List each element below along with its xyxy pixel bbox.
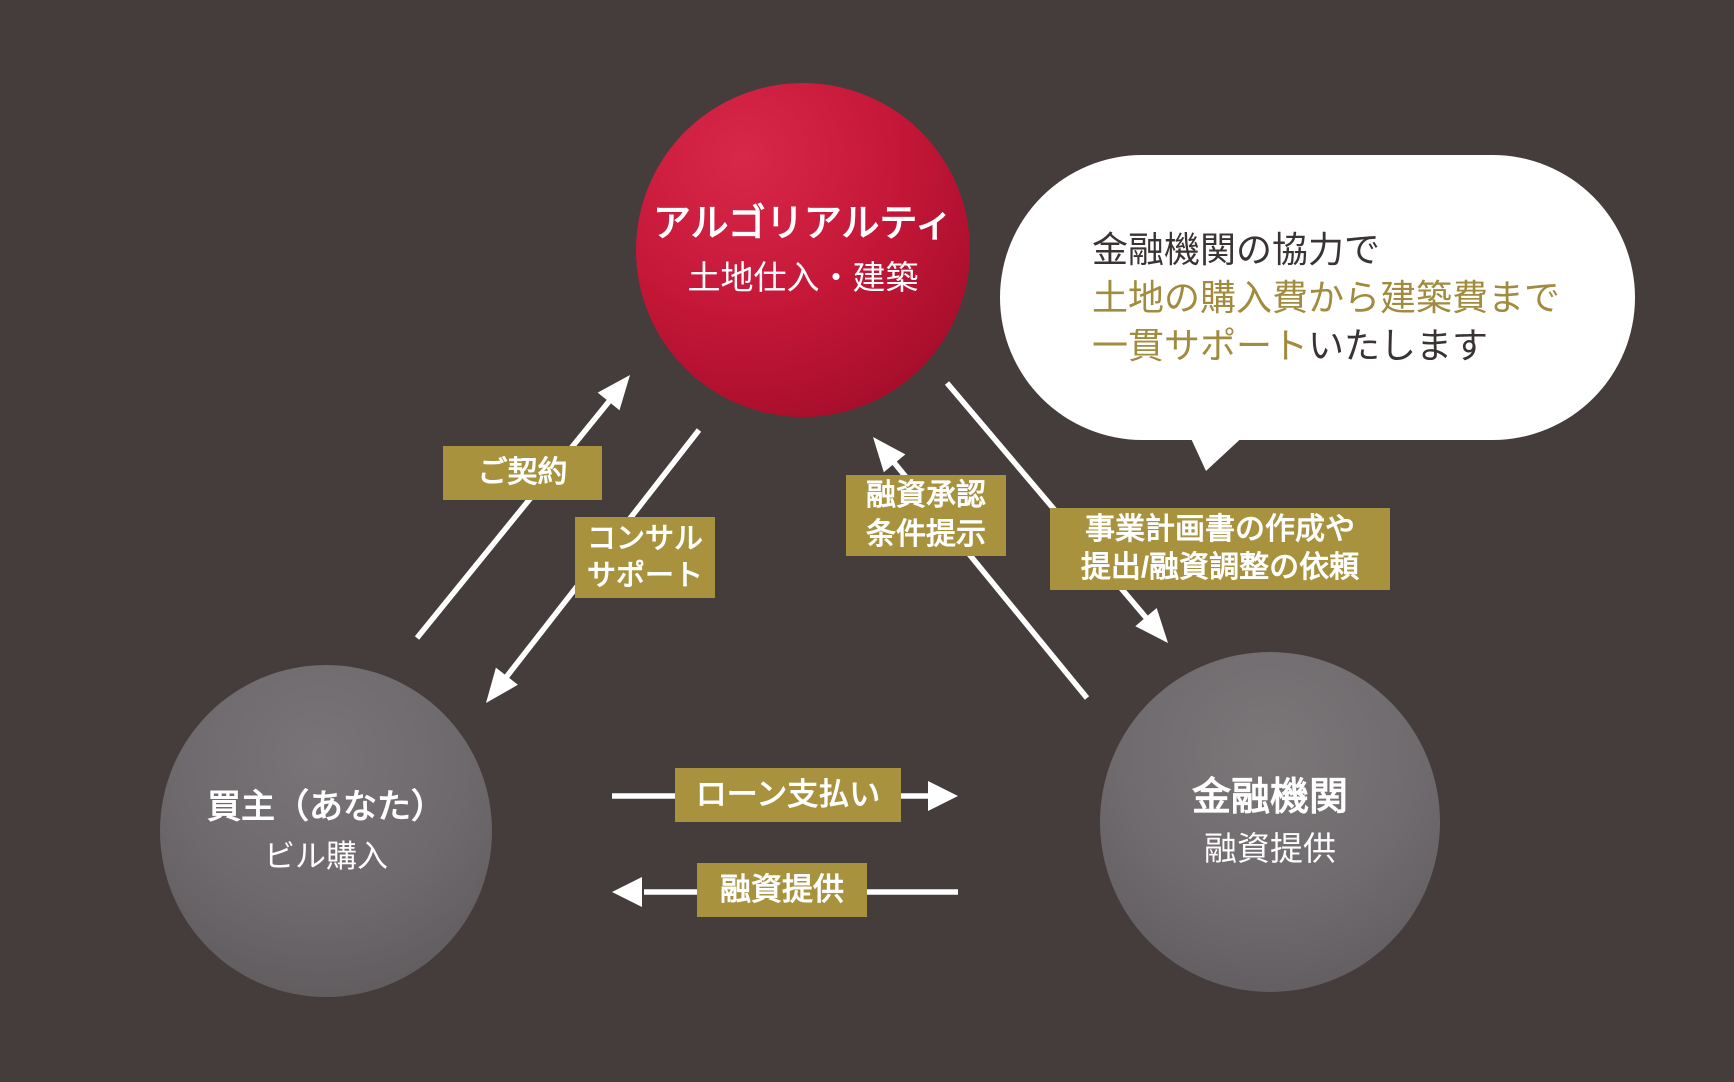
- company-title: アルゴリアルティ: [652, 203, 954, 246]
- label-loan-provision: 融資提供: [697, 863, 867, 917]
- speech-bubble: 金融機関の協力で 土地の購入費から建築費まで 一貫サポートいたします: [1000, 155, 1635, 440]
- label-loan-provision-text: 融資提供: [720, 872, 844, 908]
- node-bank: 金融機関 融資提供: [1100, 652, 1440, 992]
- label-contract-text: ご契約: [477, 455, 568, 489]
- bank-title: 金融機関: [1191, 775, 1348, 819]
- node-company: アルゴリアルティ 土地仕入・建築: [636, 83, 970, 417]
- label-business-plan: 事業計画書の作成や 提出/融資調整の依頼: [1050, 508, 1390, 590]
- label-approval-line1: 融資承認: [866, 479, 986, 513]
- label-loan-payment: ローン支払い: [675, 768, 901, 822]
- arrow-contract-icon: [414, 375, 630, 640]
- speech-bubble-text: 金融機関の協力で 土地の購入費から建築費まで 一貫サポートいたします: [1092, 226, 1560, 370]
- label-approval: 融資承認 条件提示: [846, 475, 1006, 556]
- label-business-plan-line1: 事業計画書の作成や: [1085, 512, 1355, 546]
- buyer-subtitle: ビル購入: [264, 838, 388, 874]
- label-contract: ご契約: [443, 446, 602, 500]
- bank-subtitle: 融資提供: [1204, 830, 1336, 868]
- label-consulting-line2: サポート: [586, 559, 703, 592]
- speech-bubble-tail: [1188, 432, 1248, 471]
- label-business-plan-line2: 提出/融資調整の依頼: [1080, 551, 1360, 584]
- label-consulting-line1: コンサル: [586, 522, 703, 555]
- label-consulting: コンサル サポート: [575, 517, 715, 598]
- bubble-line3-rest: いたします: [1308, 324, 1489, 366]
- node-buyer: 買主（あなた） ビル購入: [160, 665, 492, 997]
- label-approval-line2: 条件提示: [866, 517, 986, 551]
- buyer-title: 買主（あなた）: [207, 787, 445, 826]
- label-loan-payment-text: ローン支払い: [695, 777, 881, 813]
- bubble-line1: 金融機関の協力で: [1092, 228, 1381, 270]
- bubble-line3-highlight: 一貫サポート: [1092, 324, 1309, 366]
- bubble-line2: 土地の購入費から建築費まで: [1092, 276, 1561, 318]
- bubble-line3: 一貫サポートいたします: [1092, 322, 1560, 370]
- company-subtitle: 土地仕入・建築: [687, 258, 919, 296]
